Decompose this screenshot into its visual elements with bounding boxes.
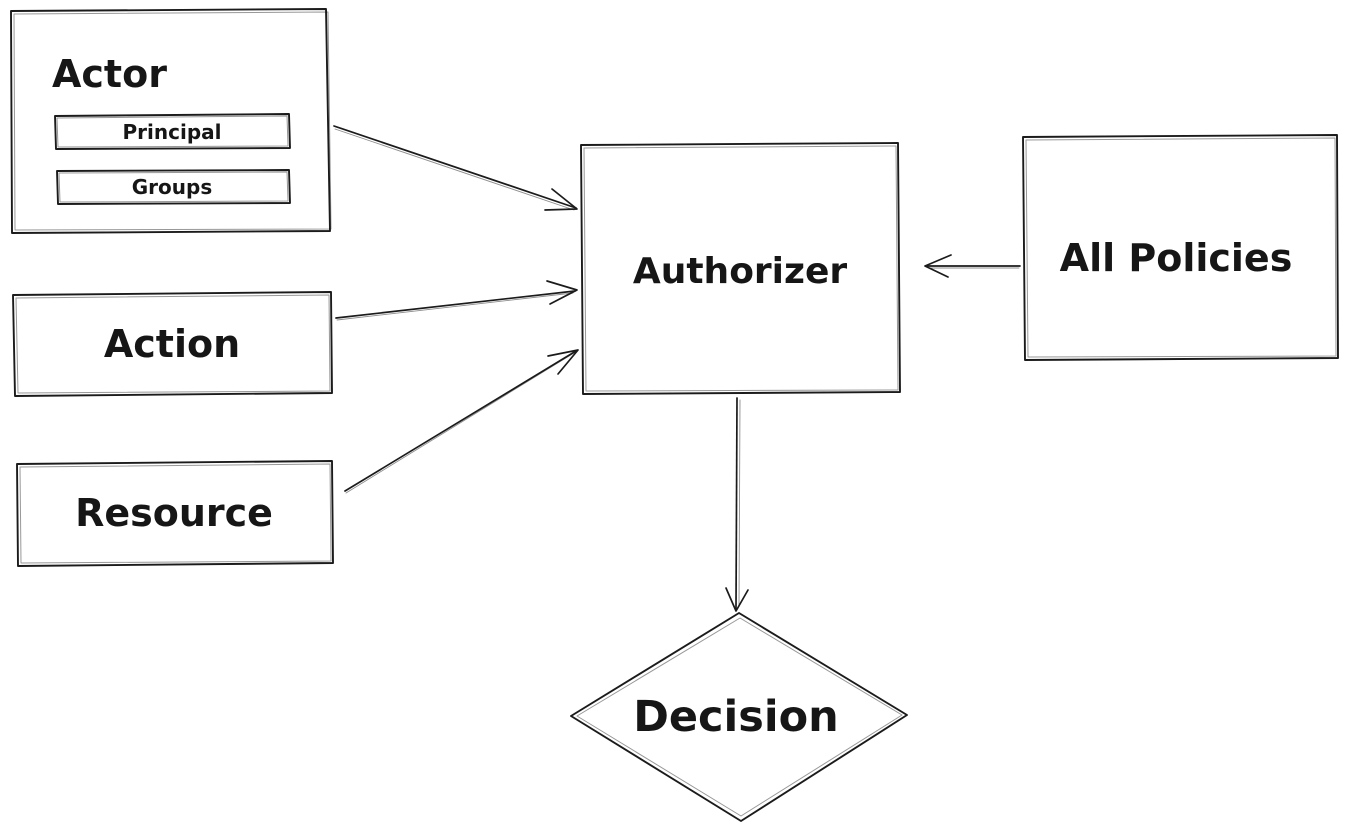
decision-label: Decision xyxy=(633,692,839,742)
authorizer-box-outline xyxy=(580,142,901,395)
all-policies-label: All Policies xyxy=(1060,236,1293,280)
arrowhead xyxy=(547,349,579,375)
arrow-shaft-echo xyxy=(336,292,574,321)
arrow-resource-to-authorizer xyxy=(344,349,579,494)
all-policies-box-outline-echo xyxy=(1025,137,1337,358)
arrow-shaft xyxy=(335,290,576,319)
arrow-shaft xyxy=(735,397,738,610)
action-box-outline xyxy=(12,291,333,397)
arrow-shaft xyxy=(344,350,577,492)
groups-box-outline-echo xyxy=(58,171,289,203)
node-authorizer: Authorizer xyxy=(580,142,901,395)
node-decision: Decision xyxy=(570,612,908,822)
arrowhead xyxy=(546,280,578,305)
node-principal: Principal xyxy=(54,113,291,150)
actor-label: Actor xyxy=(52,52,167,96)
decision-diamond-outline xyxy=(570,612,908,822)
resource-label: Resource xyxy=(75,491,273,535)
arrow-shaft xyxy=(333,125,577,209)
arrow-shaft-echo xyxy=(738,399,741,607)
arrow-shaft-echo xyxy=(334,128,575,211)
arrowhead xyxy=(544,188,578,211)
groups-box-outline xyxy=(56,169,291,205)
arrow-authorizer-to-decision xyxy=(725,397,749,612)
node-groups: Groups xyxy=(56,169,291,205)
arrow-actor-to-authorizer xyxy=(333,125,578,211)
action-box-outline-echo xyxy=(15,294,331,394)
arrowhead xyxy=(725,587,749,612)
arrow-all-policies-to-authorizer xyxy=(924,254,1021,278)
arrow-shaft-echo xyxy=(345,352,575,494)
all-policies-box-outline xyxy=(1022,134,1339,361)
principal-box-outline xyxy=(54,113,291,150)
principal-box-outline-echo xyxy=(56,115,289,148)
groups-label: Groups xyxy=(132,175,212,199)
resource-box-outline xyxy=(16,460,334,567)
node-action: Action xyxy=(12,291,333,397)
arrowhead xyxy=(924,254,952,278)
node-all-policies: All Policies xyxy=(1022,134,1339,361)
decision-diamond-outline-echo xyxy=(576,617,903,817)
authorizer-box-outline-echo xyxy=(583,145,899,392)
actor-box-outline-echo xyxy=(13,11,332,231)
principal-label: Principal xyxy=(123,120,222,144)
node-resource: Resource xyxy=(16,460,334,567)
authorizer-label: Authorizer xyxy=(633,251,848,292)
node-actor: Actor Principal Groups xyxy=(10,8,332,234)
action-label: Action xyxy=(104,322,240,366)
arrow-action-to-authorizer xyxy=(335,280,578,321)
resource-box-outline-echo xyxy=(19,463,332,564)
